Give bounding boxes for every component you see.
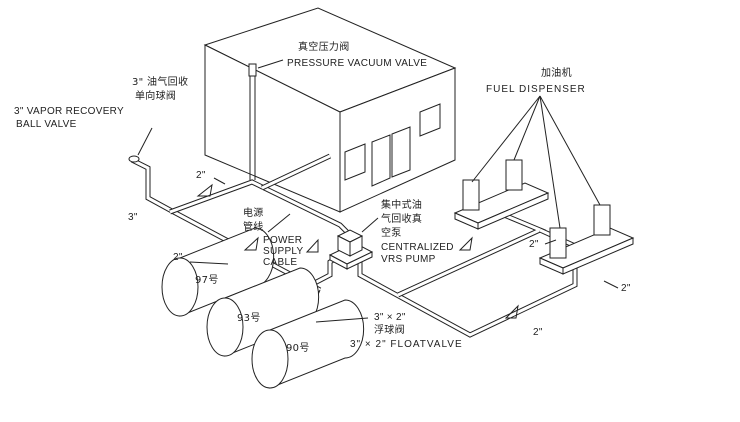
station-building: [203, 7, 457, 213]
power-label-cn1: 电源: [243, 208, 264, 219]
tank-97-label: 97号: [195, 275, 219, 286]
dispenser-label-en: FUEL DISPENSER: [486, 84, 586, 95]
tank-90-label: 90号: [286, 343, 310, 354]
pv-valve-label-cn: 真空压力阀: [298, 42, 350, 53]
tank-93-label: 93号: [237, 313, 261, 324]
power-label-cn2: 管线: [243, 222, 264, 233]
pipe-size-2in-tank: 2": [173, 252, 183, 263]
power-label-en2: SUPPLY: [263, 246, 304, 257]
centralized-vrs-pump: [328, 217, 379, 270]
dispenser-label-cn: 加油机: [541, 68, 572, 79]
fuel-dispensers: [453, 95, 635, 275]
pipe-size-2in-bottom: 2": [533, 327, 543, 338]
pv-valve-label-en: PRESSURE VACUUM VALVE: [287, 58, 428, 69]
pump-label-cn2: 气回收真: [381, 214, 423, 225]
float-valve-label-cn: 浮球阀: [374, 325, 405, 336]
pressure-vacuum-valve: [248, 59, 284, 180]
pump-label-en1: CENTRALIZED: [381, 242, 454, 253]
power-label-en1: POWER: [263, 235, 303, 246]
power-label-en3: CABLE: [263, 257, 298, 268]
pump-label-cn3: 空泵: [381, 228, 402, 239]
vapor-valve-label-en2: BALL VALVE: [16, 119, 77, 130]
float-valve-size: 3" × 2": [374, 312, 406, 323]
pipe-size-3in: 3": [128, 212, 138, 223]
pump-label-cn1: 集中式油: [381, 200, 423, 211]
leader-lines: [137, 127, 619, 319]
vapor-valve-label-cn2: 单向球阀: [135, 91, 177, 102]
float-valve-label-en: 3" × 2" FLOATVALVE: [350, 339, 463, 350]
pipe-size-2in-island: 2": [529, 239, 539, 250]
vapor-valve-label-en1: 3" VAPOR RECOVERY: [14, 106, 124, 117]
vapor-valve-label-cn1: 3" 油气回收: [132, 77, 189, 88]
tanks: [161, 227, 369, 389]
pipe-size-2in-right: 2": [621, 283, 631, 294]
pump-label-en2: VRS PUMP: [381, 254, 436, 265]
pipe-size-2in: 2": [196, 170, 206, 181]
